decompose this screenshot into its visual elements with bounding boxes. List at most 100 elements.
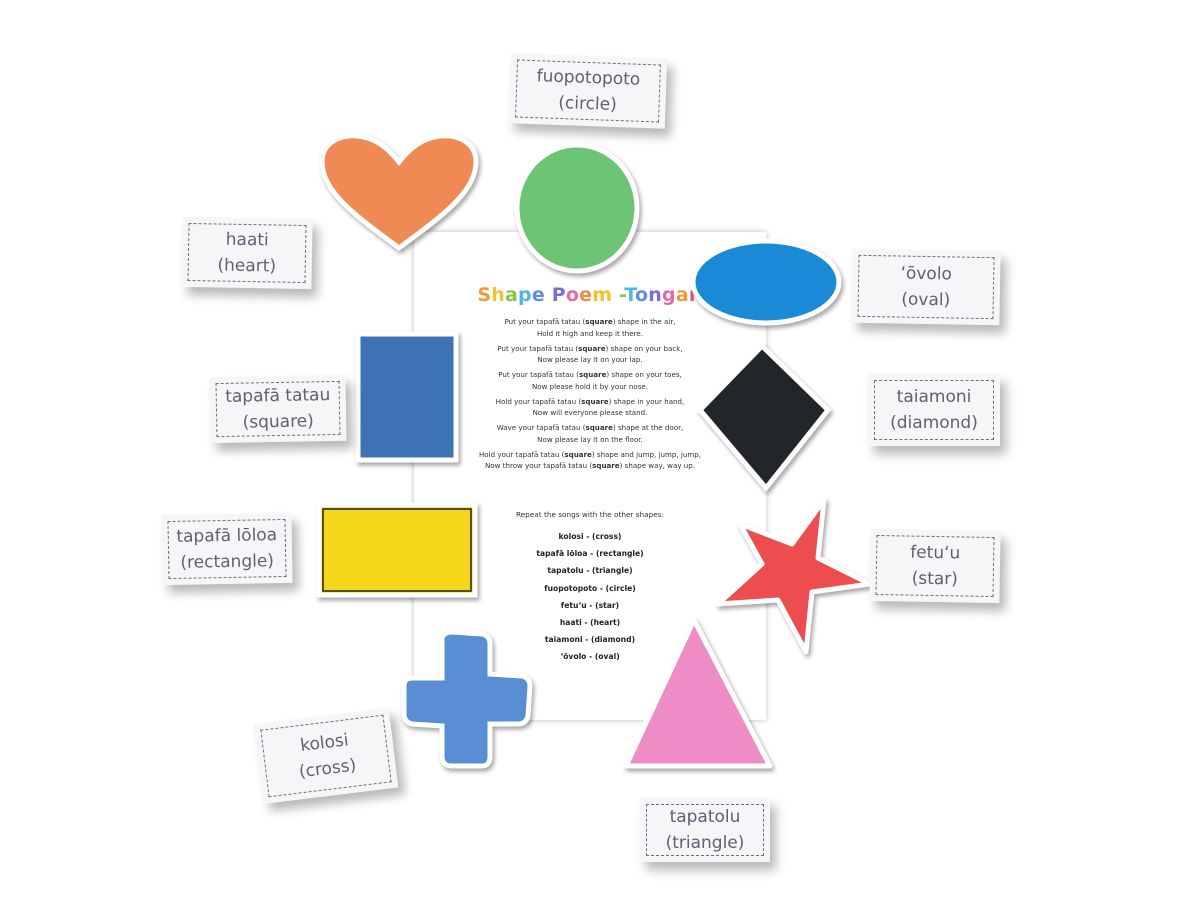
title-letter: m xyxy=(592,284,613,306)
vocab-item: kolosi - (cross) xyxy=(558,532,622,541)
heart-icon xyxy=(319,133,479,252)
poem-text: Now will everyone please stand. xyxy=(532,408,648,417)
poem-line: Now throw your tapafā tatau (square) sha… xyxy=(414,460,766,472)
poem-line: Hold your tapafā tatau (square) shape in… xyxy=(414,396,766,408)
oval-shape xyxy=(690,238,842,326)
label-card-heart: haati (heart) xyxy=(181,216,313,290)
label-card-square: tapafā tatau (square) xyxy=(209,374,347,444)
english-word: (star) xyxy=(911,568,959,590)
poem-text: Put your tapafā tatau ( xyxy=(498,370,579,379)
circle-icon xyxy=(514,142,640,274)
tongan-word: tapafā lōloa xyxy=(176,524,278,547)
poem-line: Hold your tapafā tatau (square) shape an… xyxy=(414,449,766,461)
poem-text: Now please lay it on the floor. xyxy=(537,434,643,444)
square-icon xyxy=(355,331,459,463)
tongan-word: tapafā tatau xyxy=(225,384,331,407)
tongan-word: fuopotopoto xyxy=(536,65,641,90)
title-letter: p xyxy=(518,284,532,306)
tongan-word: haati xyxy=(225,229,269,251)
poem-line: Now will everyone please stand. xyxy=(414,407,766,419)
title-letter: S xyxy=(477,284,492,306)
poem-text: ) shape in the air, xyxy=(612,317,676,326)
poem-line: Put your tapafā tatau (square) shape on … xyxy=(414,343,766,355)
label-card-rectangle: tapafā lōloa (rectangle) xyxy=(161,512,293,586)
cross-shape xyxy=(401,629,533,769)
poem-bold-word: square xyxy=(585,317,613,326)
vocab-item: ʻōvolo - (oval) xyxy=(560,652,620,662)
vocab-list: kolosi - (cross) tapafā lōloa - (rectangl… xyxy=(414,528,766,666)
rectangle-icon xyxy=(316,502,478,598)
poem-text: ) shape on your back, xyxy=(605,343,683,353)
label-card-oval: ʻōvolo (oval) xyxy=(851,248,1001,326)
repeat-instruction: Repeat the songs with the other shapes: xyxy=(515,510,665,519)
star-shape xyxy=(715,497,873,655)
poem-text: ) shape in your hand, xyxy=(608,396,685,406)
poem-bold-word: square xyxy=(564,449,592,459)
poem-line: Put your tapafā tatau (square) shape on … xyxy=(414,369,766,381)
poem-text: ) shape and jump, jump, jump, xyxy=(591,449,702,459)
title-letter: e xyxy=(579,284,593,306)
label-card-star: fetuʻu (star) xyxy=(869,528,1001,604)
title-letter: o xyxy=(565,284,580,306)
poem-bold-word: square xyxy=(578,343,606,353)
poem-text: Now throw your tapafā tatau ( xyxy=(484,461,593,470)
english-word: (oval) xyxy=(901,289,951,311)
vocab-item: taiamoni - (diamond) xyxy=(544,635,636,645)
title-letter: a xyxy=(675,284,689,306)
poem-line: Now please hold it by your nose. xyxy=(414,381,766,393)
vocab-item: tapatolu - (triangle) xyxy=(547,566,633,576)
poem-text: Hold your tapafā tatau ( xyxy=(478,449,565,459)
heart-shape xyxy=(319,133,479,252)
poem-text: Put your tapafā tatau ( xyxy=(497,343,579,353)
title-letter: o xyxy=(635,284,649,306)
poem-text: Hold it high and keep it there. xyxy=(536,328,644,338)
tongan-word: tapatolu xyxy=(669,806,741,827)
square-shape xyxy=(355,331,459,463)
vocab-item: fuopotopoto - (circle) xyxy=(544,583,636,593)
poem-text: Now please hold it by your nose. xyxy=(531,381,649,391)
english-word: (rectangle) xyxy=(180,551,275,573)
title-letter: P xyxy=(551,284,566,306)
poem-line: Put your tapafā tatau (square) shape in … xyxy=(414,316,766,328)
diamond-icon xyxy=(696,342,832,492)
tongan-word: fetuʻu xyxy=(910,542,961,564)
title-letter: - xyxy=(619,284,625,306)
poem-title: Shape Poem -Tongan xyxy=(414,284,766,306)
title-letter: e xyxy=(531,284,545,306)
poem-bold-word: square xyxy=(592,461,620,470)
poem-text: Put your tapafā tatau ( xyxy=(504,317,586,326)
english-word: (triangle) xyxy=(665,833,745,853)
title-letter: n xyxy=(648,284,663,306)
poem-verses: Put your tapafā tatau (square) shape in … xyxy=(414,316,766,475)
vocab-item: tapafā lōloa - (rectangle) xyxy=(536,549,644,559)
poem-line: Wave your tapafā tatau (square) shape at… xyxy=(414,422,766,434)
poem-line: Now please lay it on the floor. xyxy=(414,434,766,446)
title-letter: T xyxy=(624,284,636,306)
title-letter: h xyxy=(491,284,505,306)
circle-shape xyxy=(514,142,640,274)
poem-bold-word: square xyxy=(578,370,607,379)
english-word: (circle) xyxy=(557,92,618,116)
rectangle-shape xyxy=(316,502,478,598)
title-letter xyxy=(545,284,552,306)
oval-icon xyxy=(690,238,842,326)
poem-text: Now please lay it on your lap. xyxy=(537,355,643,364)
title-letter: a xyxy=(505,284,519,306)
poem-text: Hold your tapafā tatau ( xyxy=(495,396,582,406)
poem-text: ) shape at the door, xyxy=(612,423,684,432)
diamond-shape xyxy=(696,342,832,492)
cross-icon xyxy=(401,629,533,769)
vocab-item: haati - (heart) xyxy=(559,617,621,627)
label-card-diamond: taiamoni (diamond) xyxy=(868,374,1000,446)
triangle-icon xyxy=(623,617,773,769)
poem-line: Hold it high and keep it there. xyxy=(414,328,766,340)
label-card-triangle: tapatolu (triangle) xyxy=(640,798,770,862)
label-card-cross: kolosi (cross) xyxy=(253,708,399,804)
poem-bold-word: square xyxy=(585,423,613,432)
poem-text: Wave your tapafā tatau ( xyxy=(496,423,586,432)
label-card-circle: fuopotopoto (circle) xyxy=(508,53,668,129)
english-word: (heart) xyxy=(217,255,277,277)
english-word: (diamond) xyxy=(890,413,978,433)
triangle-shape xyxy=(623,617,773,769)
